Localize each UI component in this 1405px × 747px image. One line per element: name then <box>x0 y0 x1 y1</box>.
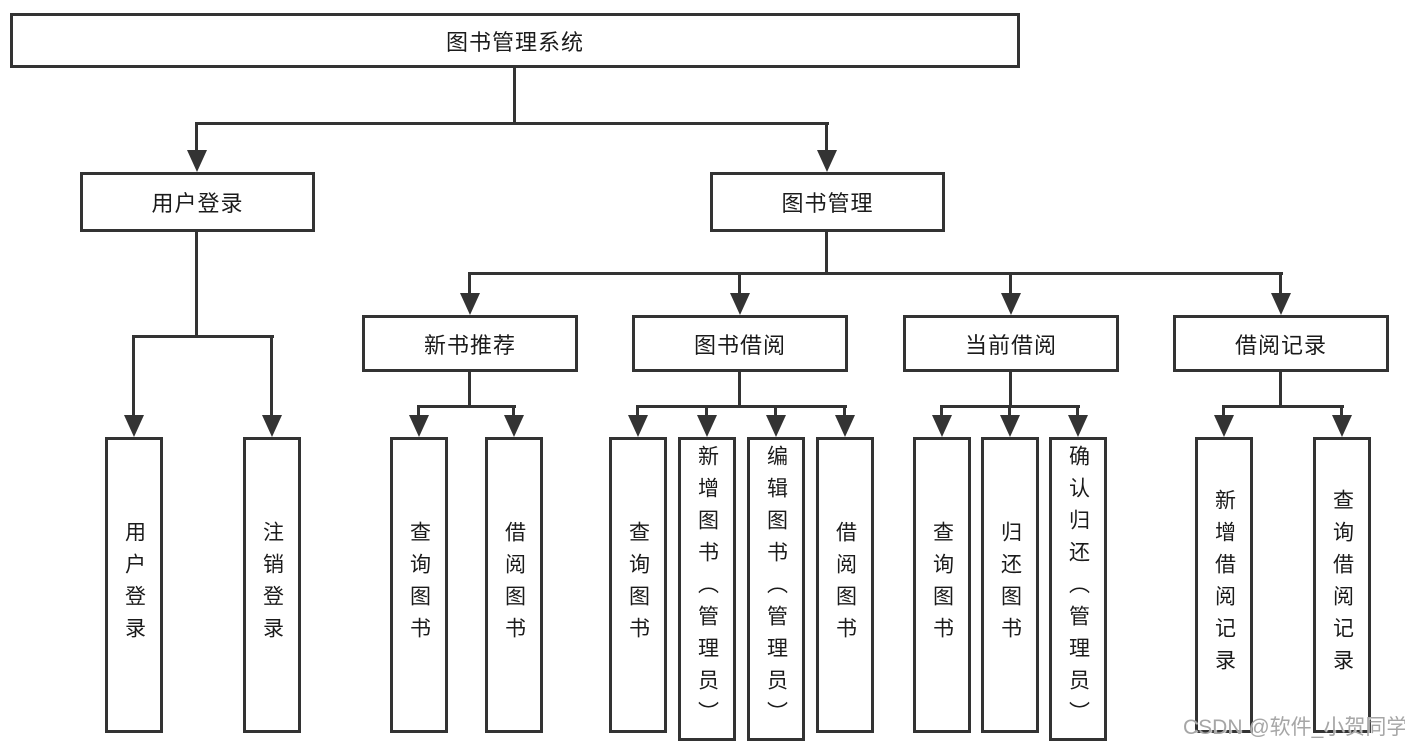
connector-drop-edit-books <box>774 405 777 417</box>
node-root-system: 图书管理系统 <box>10 13 1020 68</box>
leaf-edit-books-admin-label: 编辑图书（管理员） <box>764 445 788 733</box>
node-user-login-label: 用户登录 <box>151 191 244 216</box>
node-current-borrowing-label: 当前借阅 <box>964 332 1057 358</box>
leaf-add-books-admin: 新增图书（管理员） <box>678 437 736 741</box>
leaf-confirm-return-admin: 确认归还（管理员） <box>1049 437 1107 741</box>
leaf-query-books-borrowing-label: 查询图书 <box>626 521 650 649</box>
csdn-watermark: CSDN @软件_小贺同学 <box>1183 716 1405 739</box>
connector-arrowhead-borrow-records <box>1271 293 1291 315</box>
connector-root-stem <box>513 68 516 122</box>
connector-drop-query-books-cur <box>940 405 943 417</box>
connector-borrow-records-stem <box>1279 372 1282 405</box>
connector-arrowhead-user-login <box>187 150 207 172</box>
connector-drop-add-books <box>705 405 708 417</box>
node-borrow-records-label: 借阅记录 <box>1234 332 1327 358</box>
connector-arrowhead-confirm-return <box>1068 415 1088 437</box>
connector-arrowhead-new-book-recommend <box>460 293 480 315</box>
leaf-borrow-books-borrowing-label: 借阅图书 <box>833 521 857 649</box>
connector-user-login-stem <box>195 232 198 335</box>
connector-root-drop-book-management <box>825 122 828 152</box>
connector-drop-query-record <box>1340 405 1343 417</box>
connector-arrowhead-borrow-books-rec <box>504 415 524 437</box>
connector-arrowhead-book-borrowing <box>730 293 750 315</box>
node-borrow-records: 借阅记录 <box>1173 315 1389 372</box>
connector-new-book-recommend-stem <box>468 372 471 405</box>
leaf-query-books-current-label: 查询图书 <box>930 521 954 649</box>
connector-root-bus <box>195 122 829 125</box>
connector-arrowhead-query-books-cur <box>932 415 952 437</box>
connector-drop-book-borrowing <box>738 272 741 295</box>
connector-arrowhead-add-books <box>697 415 717 437</box>
connector-arrowhead-borrow-books-bor <box>835 415 855 437</box>
leaf-borrow-books-borrowing: 借阅图书 <box>816 437 874 733</box>
leaf-add-borrow-record-label: 新增借阅记录 <box>1212 489 1236 681</box>
node-book-borrowing-label: 图书借阅 <box>693 332 786 358</box>
leaf-user-login: 用户登录 <box>105 437 163 733</box>
connector-drop-borrow-books-rec <box>512 405 515 417</box>
connector-drop-borrow-books-bor <box>843 405 846 417</box>
leaf-confirm-return-admin-label: 确认归还（管理员） <box>1066 445 1090 733</box>
node-new-book-recommend-label: 新书推荐 <box>423 332 516 358</box>
connector-book-management-stem <box>825 232 828 272</box>
connector-drop-confirm-return <box>1076 405 1079 417</box>
connector-book-borrowing-stem <box>738 372 741 405</box>
connector-arrowhead-add-record <box>1214 415 1234 437</box>
connector-drop-leaf-user-login <box>132 335 135 417</box>
connector-arrowhead-leaf-logout <box>262 415 282 437</box>
connector-book-borrowing-bus <box>636 405 847 408</box>
node-new-book-recommend: 新书推荐 <box>362 315 578 372</box>
node-root-system-label: 图书管理系统 <box>445 29 584 55</box>
node-current-borrowing: 当前借阅 <box>903 315 1119 372</box>
connector-drop-borrow-records <box>1279 272 1282 295</box>
connector-drop-query-books-bor <box>636 405 639 417</box>
leaf-logout-login-label: 注销登录 <box>260 521 284 649</box>
leaf-query-books-borrowing: 查询图书 <box>609 437 667 733</box>
connector-arrowhead-edit-books <box>766 415 786 437</box>
leaf-query-books-current: 查询图书 <box>913 437 971 733</box>
connector-drop-current-borrowing <box>1009 272 1012 295</box>
leaf-return-books-label: 归还图书 <box>998 521 1022 649</box>
leaf-user-login-label: 用户登录 <box>122 521 146 649</box>
connector-new-book-recommend-bus <box>417 405 516 408</box>
leaf-query-borrow-record: 查询借阅记录 <box>1313 437 1371 733</box>
connector-book-management-bus <box>468 272 1283 275</box>
leaf-query-books-recommend-label: 查询图书 <box>407 521 431 649</box>
connector-arrowhead-book-management <box>817 150 837 172</box>
node-book-management: 图书管理 <box>710 172 945 232</box>
leaf-borrow-books-recommend-label: 借阅图书 <box>502 521 526 649</box>
leaf-return-books: 归还图书 <box>981 437 1039 733</box>
node-book-borrowing: 图书借阅 <box>632 315 848 372</box>
connector-drop-return-books <box>1008 405 1011 417</box>
connector-arrowhead-query-books-rec <box>409 415 429 437</box>
connector-current-borrowing-stem <box>1009 372 1012 405</box>
connector-borrow-records-bus <box>1222 405 1344 408</box>
node-book-management-label: 图书管理 <box>781 191 874 216</box>
leaf-query-books-recommend: 查询图书 <box>390 437 448 733</box>
leaf-add-books-admin-label: 新增图书（管理员） <box>695 445 719 733</box>
node-user-login: 用户登录 <box>80 172 315 232</box>
connector-root-drop-user-login <box>195 122 198 152</box>
connector-arrowhead-leaf-user-login <box>124 415 144 437</box>
connector-arrowhead-current-borrowing <box>1001 293 1021 315</box>
connector-drop-query-books-rec <box>417 405 420 417</box>
leaf-borrow-books-recommend: 借阅图书 <box>485 437 543 733</box>
leaf-query-borrow-record-label: 查询借阅记录 <box>1330 489 1354 681</box>
leaf-edit-books-admin: 编辑图书（管理员） <box>747 437 805 741</box>
connector-user-login-bus <box>132 335 274 338</box>
connector-arrowhead-query-books-bor <box>628 415 648 437</box>
connector-drop-add-record <box>1222 405 1225 417</box>
leaf-add-borrow-record: 新增借阅记录 <box>1195 437 1253 733</box>
connector-arrowhead-query-record <box>1332 415 1352 437</box>
connector-drop-leaf-logout <box>270 335 273 417</box>
connector-arrowhead-return-books <box>1000 415 1020 437</box>
leaf-logout-login: 注销登录 <box>243 437 301 733</box>
connector-drop-new-book-recommend <box>468 272 471 295</box>
